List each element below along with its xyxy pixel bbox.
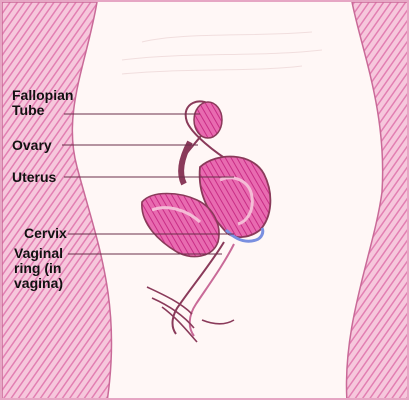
label-vaginal-ring: Vaginal ring (in vagina) (14, 246, 63, 291)
body-outline-right (346, 2, 409, 400)
ovary (194, 102, 222, 138)
label-cervix: Cervix (24, 226, 67, 241)
body-outline-left (2, 2, 112, 400)
faint-background-scribbles (122, 32, 322, 74)
label-uterus: Uterus (12, 170, 56, 185)
tube-stem (181, 142, 190, 184)
label-ovary: Ovary (12, 138, 52, 153)
label-fallopian-tube: Fallopian Tube (12, 88, 73, 118)
